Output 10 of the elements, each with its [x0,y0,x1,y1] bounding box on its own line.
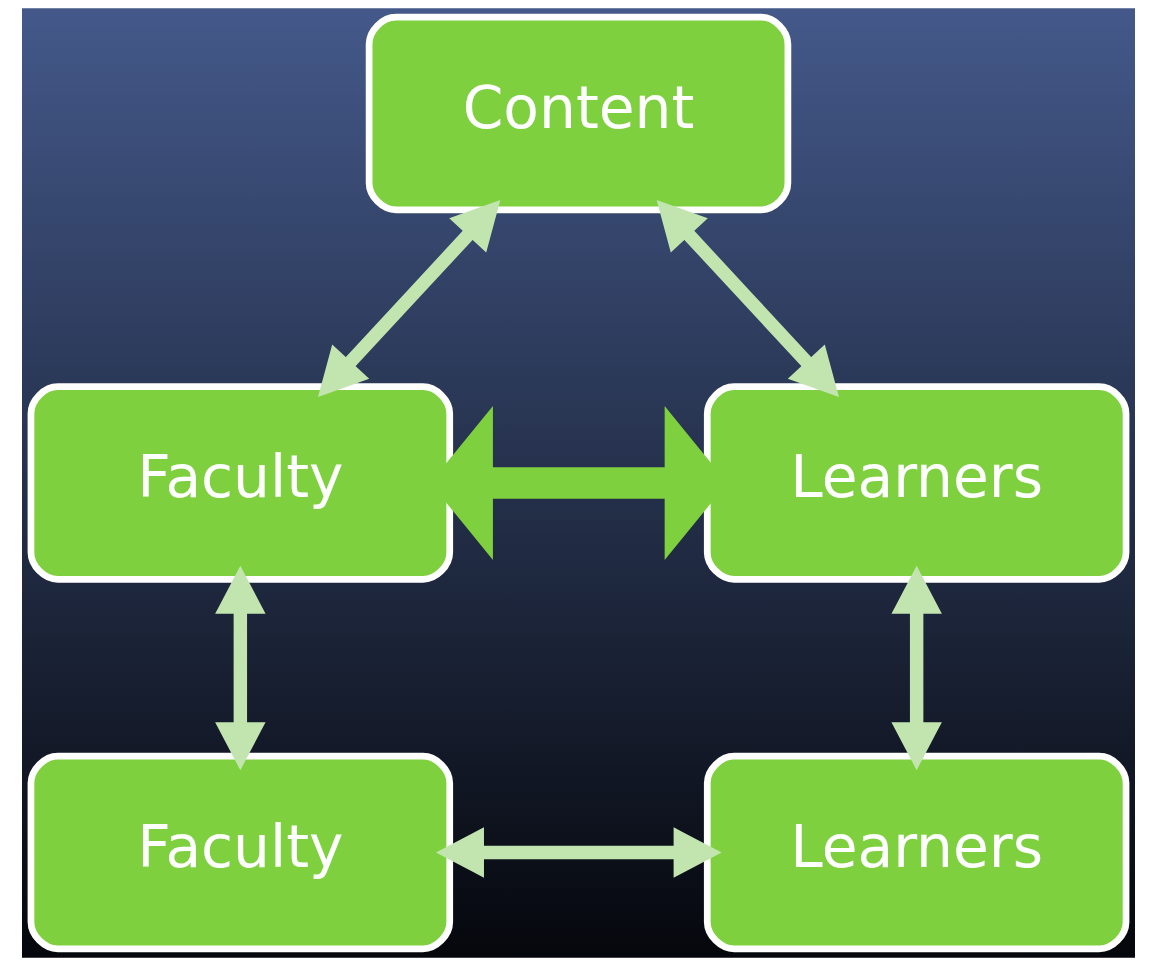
node-box: Learners [703,752,1130,953]
node-box: Faculty [27,383,454,583]
node-box: Faculty [27,752,454,953]
arrow [891,565,942,771]
arrow [215,565,266,771]
arrow [318,200,501,397]
node-box: Learners [703,383,1130,583]
node-box: Content [365,13,792,214]
arrow [656,200,839,397]
arrow [435,827,722,878]
